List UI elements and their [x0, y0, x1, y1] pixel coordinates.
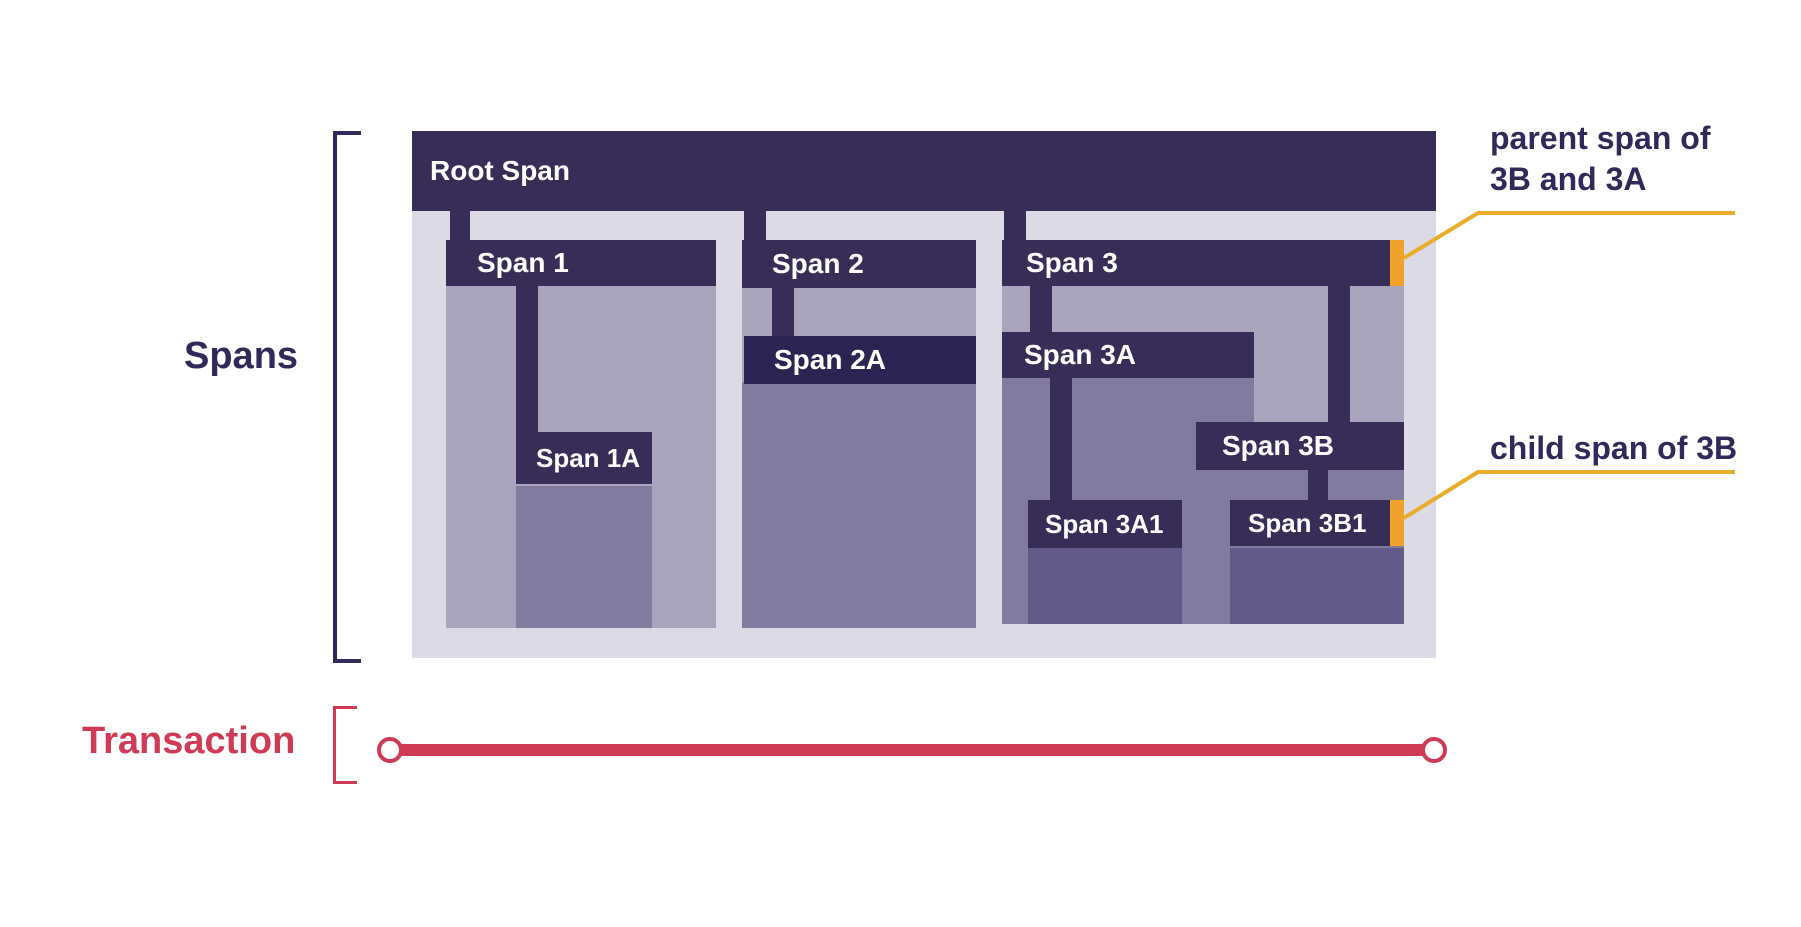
- spans-bracket: [333, 131, 361, 663]
- span-3: Span 3: [1002, 240, 1404, 286]
- span-2a: Span 2A: [744, 336, 976, 384]
- connector-span2-span2a: [772, 288, 794, 336]
- span-3a-label: Span 3A: [1024, 339, 1137, 370]
- parent-annotation-line-1: parent span of: [1490, 120, 1711, 156]
- span-3b1-area: [1230, 548, 1404, 624]
- parent-annotation-text: parent span of 3B and 3A: [1490, 118, 1710, 199]
- span-1a-label: Span 1A: [536, 443, 641, 473]
- connector-span3-span3b: [1328, 286, 1350, 422]
- span-2a-area: [742, 382, 976, 628]
- connector-root-span1: [450, 211, 470, 240]
- transaction-bracket: [333, 706, 357, 784]
- span-1a: Span 1A: [516, 432, 652, 484]
- span-3-highlight: [1390, 240, 1404, 286]
- root-span-label: Root Span: [430, 155, 570, 186]
- parent-annotation-line-2: 3B and 3A: [1490, 160, 1647, 197]
- transaction-end-point: [1421, 737, 1447, 763]
- span-3a1-area: [1028, 548, 1182, 624]
- child-annotation-line: [1402, 470, 1735, 520]
- spans-label: Spans: [184, 335, 299, 377]
- span-3b1-highlight: [1390, 500, 1404, 546]
- span-3b: Span 3B: [1196, 422, 1404, 470]
- connector-span1-span1a: [516, 286, 538, 432]
- transaction-label: Transaction: [82, 720, 296, 762]
- span-3b-label: Span 3B: [1222, 430, 1335, 461]
- root-span: Root Span: [412, 131, 1436, 211]
- span-3-label: Span 3: [1026, 247, 1118, 278]
- connector-span3a-span3a1: [1050, 378, 1072, 500]
- span-3a: Span 3A: [1002, 332, 1254, 378]
- child-annotation-text: child span of 3B: [1490, 430, 1738, 466]
- span-3a1: Span 3A1: [1028, 500, 1182, 548]
- connector-root-span3: [1004, 211, 1026, 240]
- connector-span3b-span3b1: [1308, 470, 1328, 500]
- span-3b1-label: Span 3B1: [1248, 508, 1367, 538]
- span-1: Span 1: [446, 240, 716, 286]
- span-2a-label: Span 2A: [774, 344, 887, 375]
- parent-annotation-line: [1402, 211, 1735, 260]
- span-2-label: Span 2: [772, 248, 864, 279]
- span-1a-area: [516, 486, 652, 628]
- transaction-start-point: [377, 737, 403, 763]
- span-1-label: Span 1: [477, 247, 569, 278]
- span-2: Span 2: [742, 240, 976, 288]
- span-3a1-label: Span 3A1: [1045, 509, 1164, 539]
- connector-span3-span3a: [1030, 286, 1052, 332]
- connector-root-span2: [744, 211, 766, 240]
- span-3b1: Span 3B1: [1230, 500, 1404, 546]
